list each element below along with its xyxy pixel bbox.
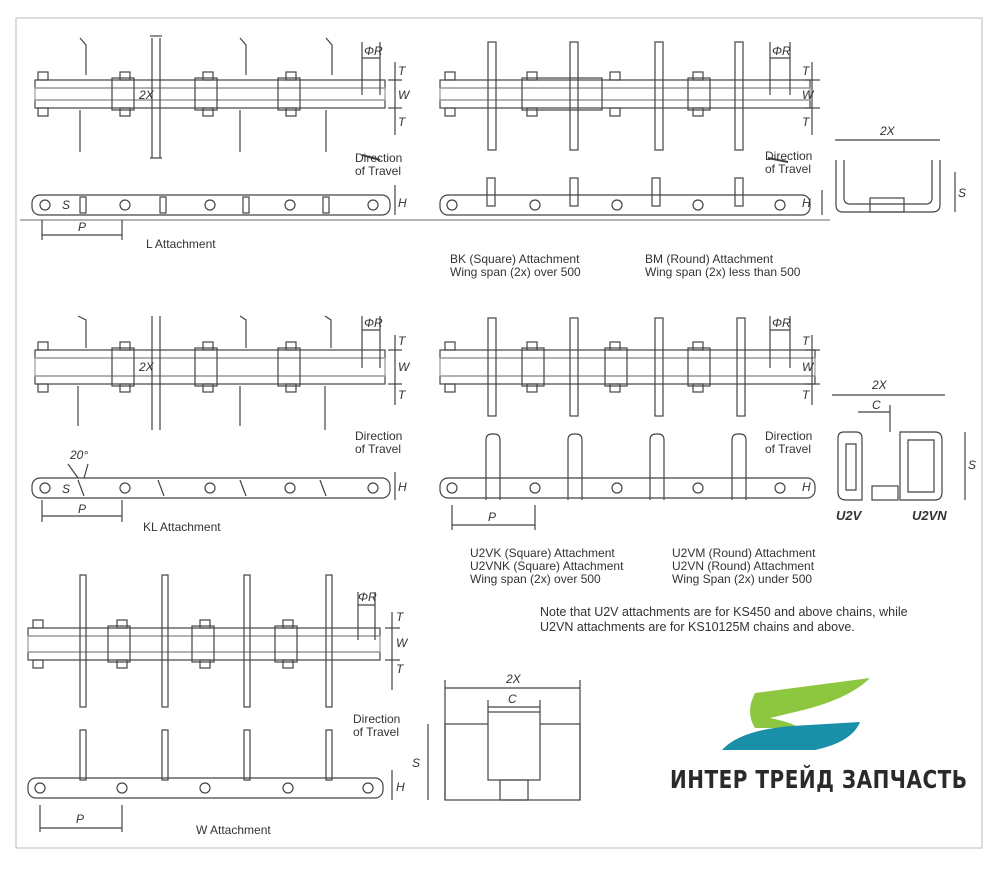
note-text: Note that U2V attachments are for KS450 … bbox=[540, 605, 908, 634]
dim-s: S bbox=[62, 198, 71, 212]
dim-phi-r: ΦR bbox=[358, 590, 377, 604]
bracket-end-view-2 bbox=[832, 394, 966, 501]
dim-t: T bbox=[802, 115, 810, 129]
kl-dim-lines bbox=[361, 316, 402, 500]
dim-t: T bbox=[802, 388, 810, 402]
dim-2x: 2X bbox=[880, 124, 895, 138]
dim-2x: 2X bbox=[139, 360, 154, 374]
logo-green-swoosh bbox=[750, 678, 870, 728]
dim-h: H bbox=[398, 480, 407, 494]
dim-t: T bbox=[396, 662, 404, 676]
dim-s: S bbox=[62, 482, 71, 496]
dim-t: T bbox=[398, 388, 406, 402]
dim-t: T bbox=[802, 334, 810, 348]
dim-t: T bbox=[398, 64, 406, 78]
dim-c: C bbox=[508, 692, 517, 706]
bk-side-view bbox=[400, 177, 830, 221]
dim-p: P bbox=[78, 220, 87, 234]
dim-h: H bbox=[802, 480, 811, 494]
kl-side-view bbox=[31, 463, 391, 522]
bk-top-view bbox=[439, 41, 811, 151]
company-logo-mark bbox=[722, 678, 870, 750]
logo-teal-swoosh bbox=[722, 722, 860, 750]
dim-t: T bbox=[802, 64, 810, 78]
drawing-frame bbox=[15, 17, 983, 849]
company-name: ИНТЕР ТРЕЙД ЗАПЧАСТЬ bbox=[670, 764, 968, 794]
l-dim-lines bbox=[361, 42, 402, 215]
dim-2x: 2X bbox=[506, 672, 521, 686]
dim-t: T bbox=[396, 610, 404, 624]
dim-angle: 20° bbox=[70, 448, 89, 462]
dim-h: H bbox=[396, 780, 405, 794]
bracket-end-view-1 bbox=[835, 139, 956, 213]
w-attachment-caption: W Attachment bbox=[196, 823, 271, 837]
l-attachment-top-view bbox=[34, 35, 386, 159]
dim-c: C bbox=[872, 398, 881, 412]
w-side-view bbox=[27, 729, 384, 832]
dim-h: H bbox=[802, 196, 811, 210]
l-attachment-caption: L Attachment bbox=[146, 237, 216, 251]
dim-p: P bbox=[76, 812, 85, 826]
dim-phi-r: ΦR bbox=[364, 44, 383, 58]
w-dim-lines bbox=[357, 592, 400, 800]
dim-w: W bbox=[398, 88, 410, 102]
u2v-top-view bbox=[439, 317, 816, 417]
dim-w: W bbox=[398, 360, 410, 374]
kl-top-view bbox=[34, 315, 386, 430]
bk-dim-lines bbox=[767, 42, 820, 163]
dim-2x: 2X bbox=[139, 88, 154, 102]
dim-w: W bbox=[802, 360, 814, 374]
dim-t: T bbox=[398, 334, 406, 348]
u2v-dim-lines bbox=[769, 316, 820, 405]
dim-w: W bbox=[802, 88, 814, 102]
dim-t: T bbox=[398, 115, 406, 129]
u2v-side-view bbox=[439, 433, 816, 530]
dim-phi-r: ΦR bbox=[772, 316, 791, 330]
dim-phi-r: ΦR bbox=[364, 316, 383, 330]
dim-phi-r: ΦR bbox=[772, 44, 791, 58]
w-bracket-end-view bbox=[427, 680, 581, 801]
dim-s: S bbox=[412, 756, 421, 770]
dim-p: P bbox=[488, 510, 497, 524]
kl-attachment-caption: KL Attachment bbox=[143, 520, 221, 534]
l-attachment-side-view bbox=[20, 194, 400, 240]
dim-s: S bbox=[958, 186, 967, 200]
dim-2x: 2X bbox=[872, 378, 887, 392]
dim-p: P bbox=[78, 502, 87, 516]
u2vn-code-label: U2VN bbox=[912, 508, 947, 523]
dim-w: W bbox=[396, 636, 408, 650]
u2v-code-label: U2V bbox=[836, 508, 862, 523]
dim-s: S bbox=[968, 458, 977, 472]
dim-h: H bbox=[398, 196, 407, 210]
w-top-view bbox=[27, 574, 381, 708]
